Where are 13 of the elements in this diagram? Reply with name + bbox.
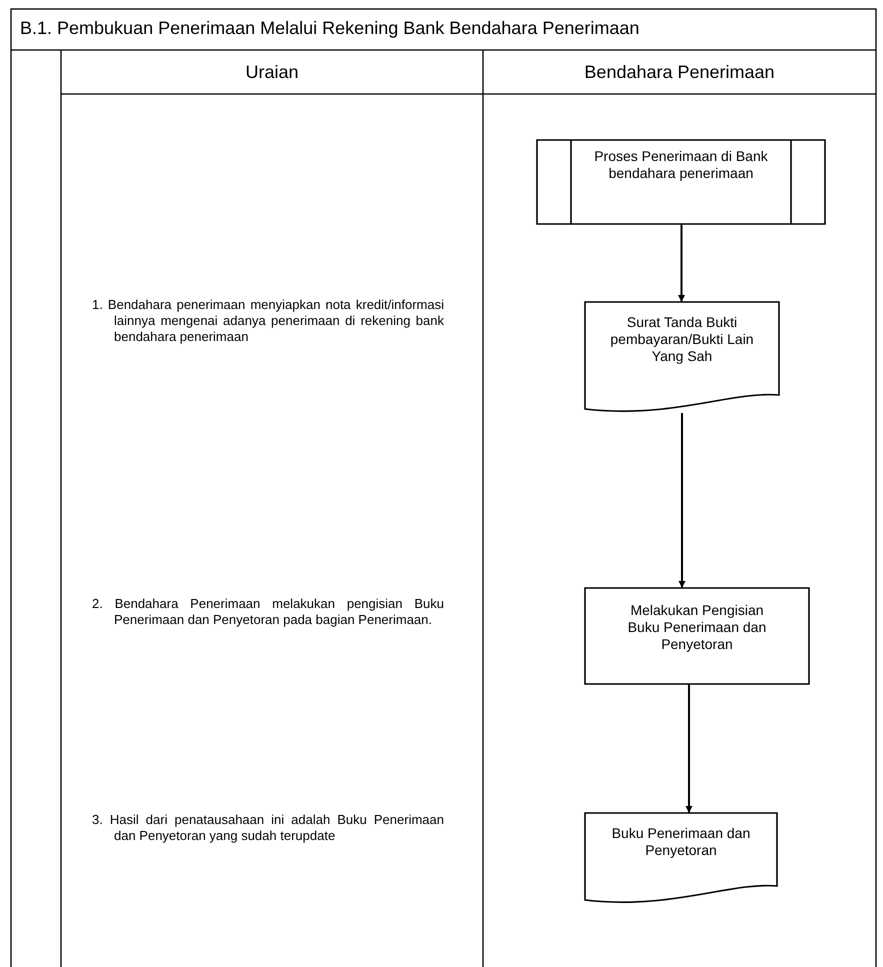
step-description: 2. Bendahara Penerimaan melakukan pengisian Buku Penerimaan dan Penyetoran pada bagian Penerimaan. <box>92 596 444 628</box>
node-text: Melakukan Pengisian Buku Penerimaan dan Penyetoran <box>626 602 768 653</box>
node-text: Surat Tanda Bukti pembayaran/Bukti Lain Yang Sah <box>609 314 755 365</box>
node-text: Buku Penerimaan dan Penyetoran <box>610 825 752 859</box>
node-text: Proses Penerimaan di Bank bendahara penerimaan <box>593 148 769 182</box>
column-header: Uraian <box>244 61 300 84</box>
arrow <box>678 224 685 302</box>
table-title: B.1. Pembukuan Penerimaan Melalui Rekening Bank Bendahara Penerimaan <box>20 17 640 40</box>
step-description: 1. Bendahara penerimaan menyiapkan nota kredit/informasi lainnya mengenai adanya penerimaan di rekening bank bendahara penerimaan <box>92 297 444 345</box>
column-header: Bendahara Penerimaan <box>583 61 776 84</box>
arrow <box>678 413 686 588</box>
arrow <box>686 684 692 813</box>
step-description: 3. Hasil dari penatausahaan ini adalah Buku Penerimaan dan Penyetoran yang sudah terupdate <box>92 812 444 844</box>
